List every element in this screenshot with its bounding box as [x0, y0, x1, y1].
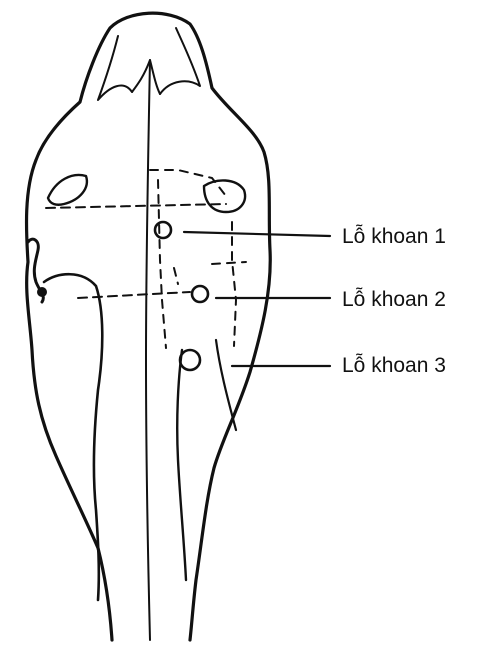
right-lower-lobe: [177, 350, 186, 580]
leader-line-1: [184, 232, 330, 236]
right-socket: [204, 180, 245, 212]
hole-3: [180, 350, 200, 370]
right-lobe-curve: [216, 340, 236, 430]
left-socket: [48, 175, 87, 205]
label-hole-2: Lỗ khoan 2: [342, 289, 446, 310]
left-lower-lobe: [44, 274, 102, 600]
lambdoid-dashed-line: [78, 292, 190, 298]
label-hole-1: Lỗ khoan 1: [342, 226, 446, 247]
hole-2: [192, 286, 208, 302]
frontal-notch: [132, 60, 160, 94]
frontal-ridge-left: [98, 36, 132, 100]
hole-1: [155, 222, 171, 238]
frontal-ridge-right: [160, 28, 200, 94]
coronal-dashed-line: [46, 204, 226, 208]
sagittal-suture: [146, 60, 150, 640]
label-hole-3: Lỗ khoan 3: [342, 355, 446, 376]
side-vessel-dot: [37, 287, 47, 297]
bone-plate-dashed-outline: [150, 170, 246, 348]
